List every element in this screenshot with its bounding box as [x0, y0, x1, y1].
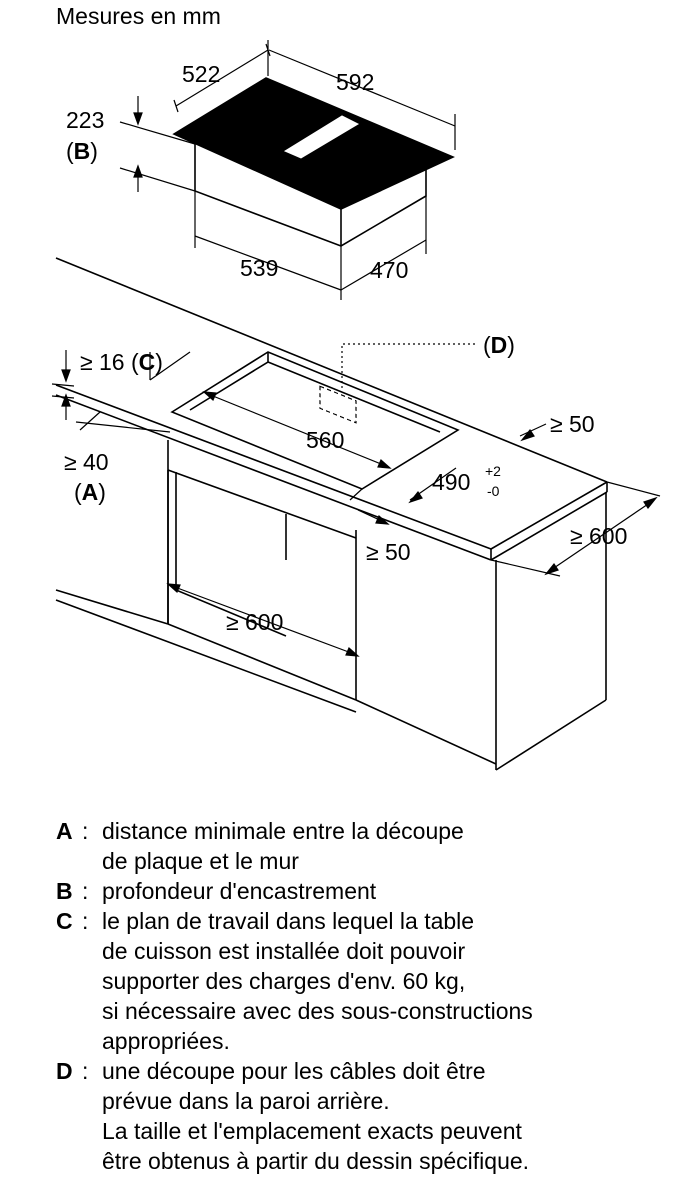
legend-key: C [56, 908, 73, 934]
hob-unit [172, 77, 455, 247]
dim-hob-width: 592 [336, 69, 374, 95]
legend-key: A [56, 818, 73, 844]
dim-cutout-width: 560 [306, 427, 344, 453]
legend-line: une découpe pour les câbles doit être [102, 1058, 486, 1084]
legend-separator: : [82, 878, 89, 904]
legend-line: prévue dans la paroi arrière. [102, 1088, 390, 1114]
worktop [55, 257, 608, 561]
dim-body-width: 539 [240, 255, 278, 281]
legend-line: si nécessaire avec des sous-construction… [102, 998, 533, 1024]
legend-line: de cuisson est installée doit pouvoir [102, 938, 466, 964]
dim-install-depth: 223 [66, 107, 104, 133]
legend-line: de plaque et le mur [102, 848, 299, 874]
dim-body-depth: 470 [370, 257, 408, 283]
legend-text: le plan de travail dans lequel la table … [102, 906, 668, 1056]
dim-cutout-depth: 490 [432, 469, 470, 495]
legend-line: le plan de travail dans lequel la table [102, 908, 475, 934]
legend: A : distance minimale entre la découpe d… [56, 816, 668, 1176]
dim-install-depth-ref: (B) [66, 138, 98, 164]
worktop-dimension-lines [51, 350, 661, 657]
legend-text: distance minimale entre la découpe de pl… [102, 816, 668, 876]
legend-line: La taille et l'emplacement exacts peuven… [102, 1118, 522, 1144]
label-cable-cutout: (D) [483, 332, 515, 358]
dim-cutout-tol-minus: -0 [487, 483, 500, 499]
legend-key: B [56, 878, 73, 904]
legend-line: profondeur d'encastrement [102, 878, 377, 904]
hob-cutout [170, 351, 460, 490]
legend-text: profondeur d'encastrement [102, 876, 668, 906]
dim-wall-distance: ≥ 40 [64, 449, 109, 475]
legend-line: appropriées. [102, 1028, 230, 1054]
legend-item-c: C : le plan de travail dans lequel la ta… [56, 906, 668, 1056]
dim-counter-depth: ≥ 600 [570, 523, 627, 549]
title-units: Mesures en mm [56, 3, 221, 29]
installation-diagram: Mesures en mm 522 592 223 ( [51, 3, 661, 771]
hob-dimension-lines [119, 40, 456, 300]
dim-worktop-thickness: ≥ 16 (C) [80, 349, 163, 375]
legend-line: distance minimale entre la découpe [102, 818, 464, 844]
dim-wall-ref: (A) [74, 479, 106, 505]
legend-item-b: B : profondeur d'encastrement [56, 876, 668, 906]
dim-cabinet-width: ≥ 600 [226, 609, 283, 635]
legend-item-a: A : distance minimale entre la découpe d… [56, 816, 668, 876]
cable-cutout [319, 343, 476, 424]
dim-hob-depth: 522 [182, 61, 220, 87]
legend-line: supporter des charges d'env. 60 kg, [102, 968, 466, 994]
legend-line: être obtenus à partir du dessin spécifiq… [102, 1148, 530, 1174]
base-cabinet [55, 440, 607, 771]
legend-separator: : [82, 818, 89, 844]
legend-item-d: D : une découpe pour les câbles doit êtr… [56, 1056, 668, 1176]
legend-separator: : [82, 908, 89, 934]
legend-separator: : [82, 1058, 89, 1084]
dim-front-clearance: ≥ 50 [366, 539, 411, 565]
dim-cutout-tol-plus: +2 [485, 463, 501, 479]
hob-vent [283, 115, 360, 159]
legend-key: D [56, 1058, 73, 1084]
dim-back-clearance: ≥ 50 [550, 411, 595, 437]
legend-text: une découpe pour les câbles doit être pr… [102, 1056, 668, 1176]
